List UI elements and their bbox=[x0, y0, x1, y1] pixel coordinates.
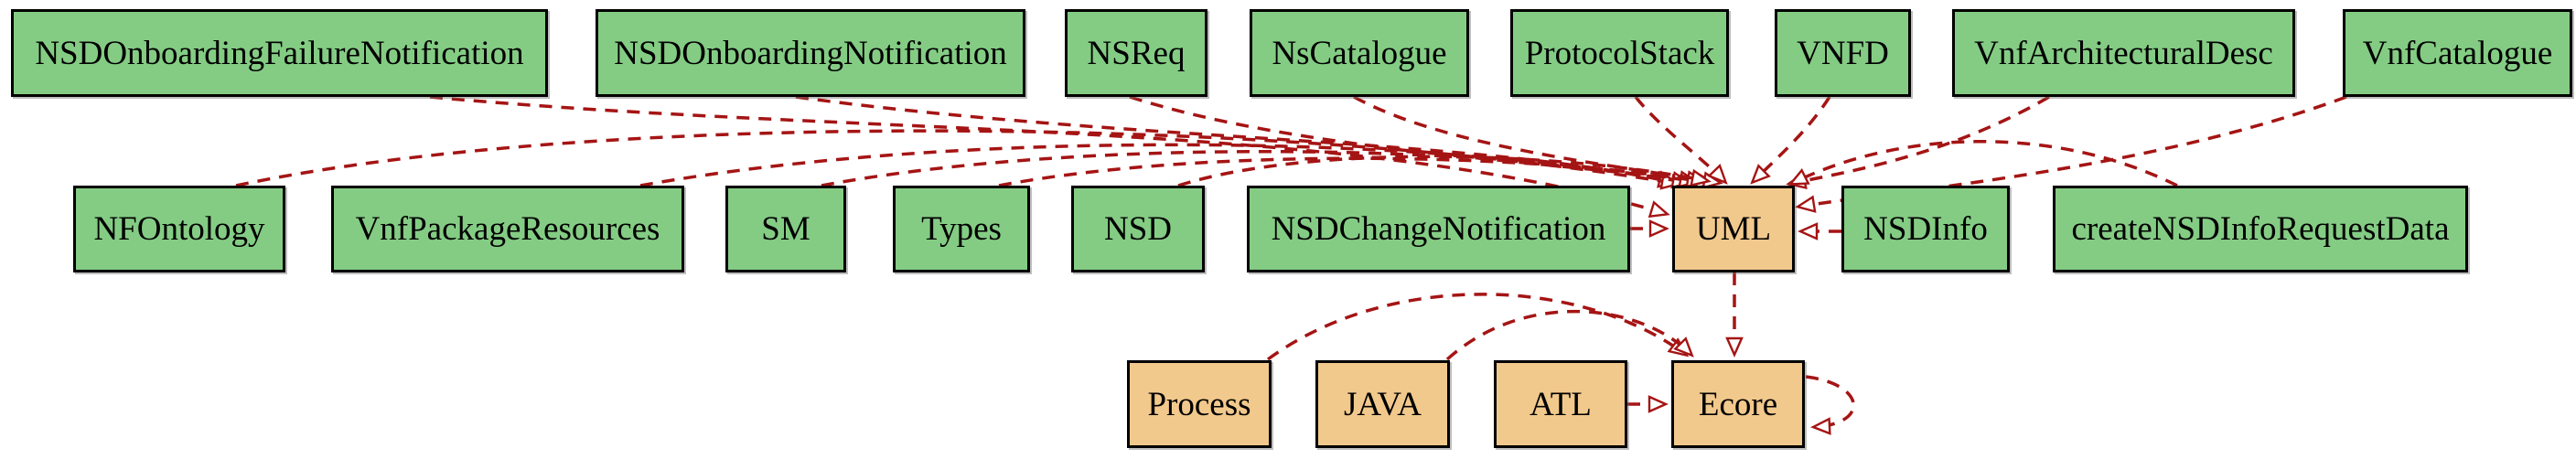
node-VnfCatalogue: VnfCatalogue bbox=[2343, 9, 2572, 97]
node-label: UML bbox=[1695, 210, 1772, 248]
node-label: VnfPackageResources bbox=[355, 210, 660, 248]
edge-VNFD-to-UML bbox=[1750, 96, 1831, 185]
node-NSDOnboardingNotification: NSDOnboardingNotification bbox=[596, 9, 1025, 97]
node-NSReq: NSReq bbox=[1065, 9, 1208, 97]
node-createNSDInfoRequestData: createNSDInfoRequestData bbox=[2053, 186, 2468, 272]
node-label: NsCatalogue bbox=[1272, 34, 1447, 72]
edge-Ecore-to-Ecore bbox=[1805, 375, 1855, 435]
node-Types: Types bbox=[893, 186, 1030, 272]
edge-createNSDInfoRequestData-to-UML bbox=[1787, 140, 2178, 187]
node-Process: Process bbox=[1127, 360, 1272, 448]
edge-JAVA-to-Ecore bbox=[1445, 309, 1694, 361]
edge-NSDOnboardingFailureNotification-to-UML bbox=[429, 95, 1670, 219]
node-label: Ecore bbox=[1698, 385, 1778, 423]
node-label: NSDChangeNotification bbox=[1271, 210, 1606, 248]
node-label: NSDInfo bbox=[1863, 210, 1988, 248]
node-label: ProtocolStack bbox=[1524, 34, 1715, 72]
node-UML: UML bbox=[1672, 186, 1795, 272]
edge-ProtocolStack-to-UML bbox=[1634, 95, 1728, 185]
edge-NsCatalogue-to-UML bbox=[1353, 95, 1723, 189]
node-label: Types bbox=[921, 210, 1002, 248]
node-label: Process bbox=[1147, 385, 1251, 423]
node-NsCatalogue: NsCatalogue bbox=[1250, 9, 1469, 97]
node-NSDOnboardingFailureNotification: NSDOnboardingFailureNotification bbox=[11, 9, 548, 97]
node-label: NSDOnboardingNotification bbox=[614, 34, 1007, 72]
edge-Process-to-Ecore bbox=[1266, 293, 1690, 361]
node-NSDChangeNotification: NSDChangeNotification bbox=[1247, 186, 1630, 272]
node-label: NSReq bbox=[1087, 34, 1186, 72]
edge-NFOntology-to-UML bbox=[235, 129, 1681, 190]
edge-SM-to-UML bbox=[821, 150, 1700, 188]
node-label: NSD bbox=[1103, 210, 1173, 248]
node-JAVA: JAVA bbox=[1315, 360, 1450, 448]
node-SM: SM bbox=[725, 186, 846, 272]
node-ProtocolStack: ProtocolStack bbox=[1510, 9, 1729, 97]
node-NSD: NSD bbox=[1071, 186, 1205, 272]
node-label: ATL bbox=[1530, 385, 1592, 423]
edge-NSDOnboardingNotification-to-UML bbox=[795, 95, 1679, 188]
edge-VnfCatalogue-to-UML bbox=[1795, 95, 2347, 213]
node-label: createNSDInfoRequestData bbox=[2071, 210, 2450, 248]
node-label: NFOntology bbox=[93, 210, 265, 248]
node-ATL: ATL bbox=[1494, 360, 1627, 448]
node-label: JAVA bbox=[1343, 385, 1422, 423]
node-VnfArchitecturalDesc: VnfArchitecturalDesc bbox=[1952, 9, 2295, 97]
edge-NSD-to-UML bbox=[1177, 155, 1712, 187]
edge-VnfPackageResources-to-UML bbox=[639, 143, 1692, 189]
node-NSDInfo: NSDInfo bbox=[1841, 186, 2010, 272]
node-NFOntology: NFOntology bbox=[73, 186, 285, 272]
node-label: VnfArchitecturalDesc bbox=[1974, 34, 2273, 72]
node-label: VNFD bbox=[1797, 34, 1889, 72]
node-label: VnfCatalogue bbox=[2362, 34, 2553, 72]
node-VnfPackageResources: VnfPackageResources bbox=[331, 186, 684, 272]
node-Ecore: Ecore bbox=[1671, 360, 1805, 448]
edge-VnfArchitecturalDesc-to-UML bbox=[1786, 95, 2050, 190]
node-label: SM bbox=[761, 210, 810, 248]
edge-NSReq-to-UML bbox=[1129, 95, 1716, 190]
node-VNFD: VNFD bbox=[1775, 9, 1911, 97]
node-label: NSDOnboardingFailureNotification bbox=[35, 34, 524, 72]
edge-Types-to-UML bbox=[998, 156, 1707, 188]
